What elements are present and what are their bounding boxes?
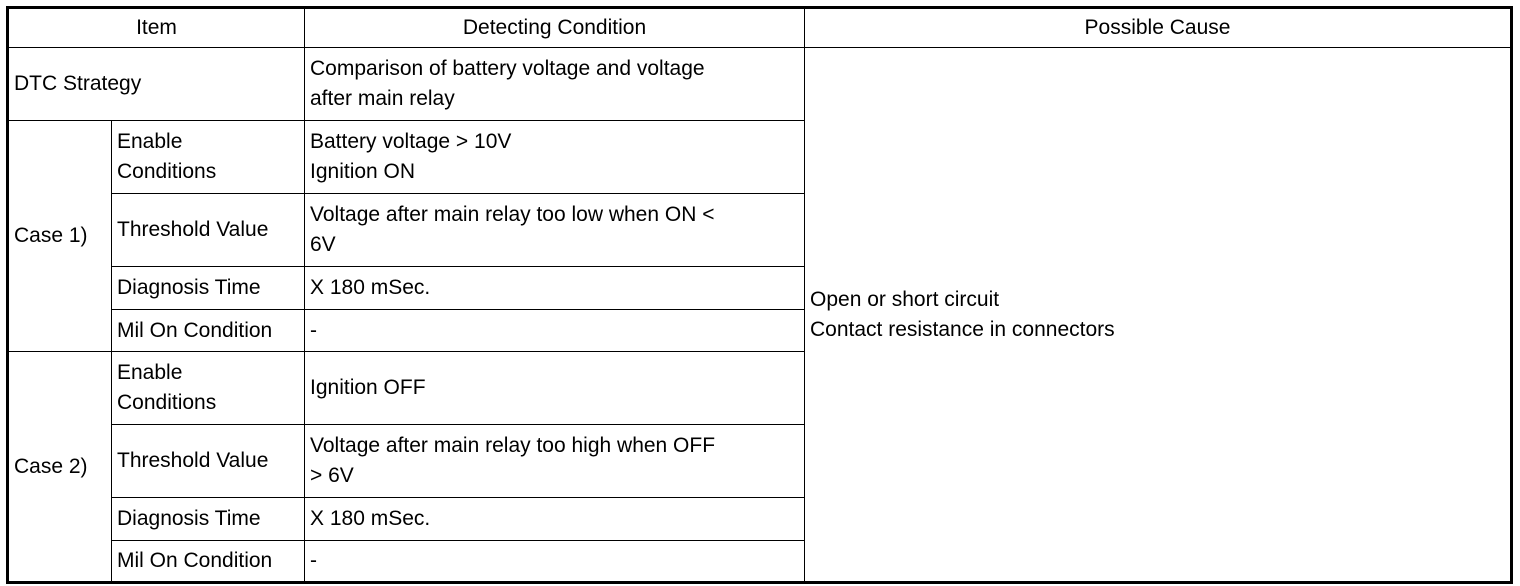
table-row: Mil On Condition - (8, 540, 1512, 583)
case-1-enable-condition: Battery voltage > 10V Ignition ON (304, 120, 805, 194)
case-2-enable-label: Enable Conditions (111, 351, 305, 425)
case-1-label: Case 1) (7, 120, 112, 352)
dtc-strategy-condition: Comparison of battery voltage and voltag… (304, 47, 805, 121)
case-1-diagnosis-condition: X 180 mSec. (304, 266, 805, 310)
table-row: Diagnosis Time X 180 mSec. (8, 497, 1512, 541)
table-row: Mil On Condition - (8, 309, 1512, 352)
table-row: Threshold Value Voltage after main relay… (8, 424, 1512, 498)
table-row-dtc-strategy: DTC Strategy Comparison of battery volta… (7, 47, 1512, 583)
case-1-mil-label: Mil On Condition (111, 309, 305, 352)
case-2-diagnosis-label: Diagnosis Time (111, 497, 305, 541)
dtc-table: Item Detecting Condition Possible Cause … (6, 6, 1513, 584)
case-2-mil-condition: - (304, 540, 805, 583)
table-row: Case 2) Enable Conditions Ignition OFF (7, 351, 1512, 583)
case-1-threshold-label: Threshold Value (111, 193, 305, 267)
case-1-mil-condition: - (304, 309, 805, 352)
possible-cause-cell: Open or short circuit Contact resistance… (804, 47, 1512, 583)
header-detecting-condition: Detecting Condition (304, 7, 805, 48)
table-row: Case 1) Enable Conditions Battery voltag… (7, 120, 1512, 352)
case-2-enable-condition: Ignition OFF (304, 351, 805, 425)
case-1-enable-label: Enable Conditions (111, 120, 305, 194)
table-header-row: Item Detecting Condition Possible Cause (7, 7, 1512, 48)
case-1-threshold-condition: Voltage after main relay too low when ON… (304, 193, 805, 267)
case-2-diagnosis-condition: X 180 mSec. (304, 497, 805, 541)
header-item: Item (7, 7, 305, 48)
case-2-mil-label: Mil On Condition (111, 540, 305, 583)
dtc-strategy-label: DTC Strategy (7, 47, 305, 121)
case-1-diagnosis-label: Diagnosis Time (111, 266, 305, 310)
case-2-threshold-condition: Voltage after main relay too high when O… (304, 424, 805, 498)
case-2-label: Case 2) (7, 351, 112, 583)
table-row: Diagnosis Time X 180 mSec. (8, 266, 1512, 310)
case-2-threshold-label: Threshold Value (111, 424, 305, 498)
table-row: Threshold Value Voltage after main relay… (8, 193, 1512, 267)
header-possible-cause: Possible Cause (804, 7, 1512, 48)
